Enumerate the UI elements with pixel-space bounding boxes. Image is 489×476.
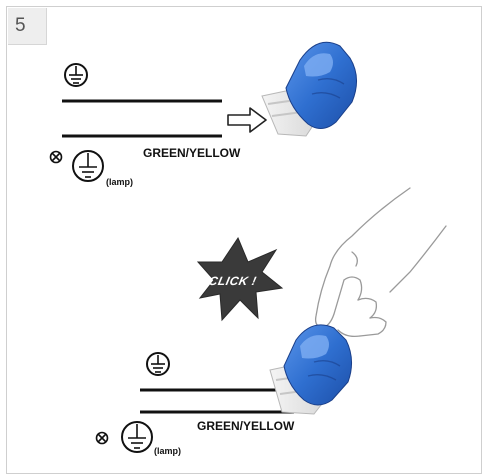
arrow-right-icon <box>227 107 267 133</box>
wire-color-label: GREEN/YELLOW <box>197 419 295 433</box>
step-number: 5 <box>15 15 26 36</box>
ground-symbol-icon <box>146 352 170 376</box>
connector-icon <box>261 41 357 137</box>
ground-symbol-lamp-icon <box>72 150 104 182</box>
lamp-label: (lamp) <box>154 446 181 456</box>
panel-border <box>6 6 482 474</box>
ground-symbol-icon <box>64 63 88 87</box>
lamp-label: (lamp) <box>106 177 133 187</box>
excluded-x-icon <box>49 150 63 164</box>
burst-badge-icon <box>196 236 284 322</box>
wire-color-label: GREEN/YELLOW <box>143 146 241 160</box>
hand-icon <box>314 187 447 338</box>
ground-symbol-lamp-icon <box>121 421 153 453</box>
step-number-box <box>8 8 47 45</box>
connector-icon <box>269 324 352 415</box>
excluded-x-icon <box>95 431 109 445</box>
click-badge-text: CLICK ! <box>207 274 258 288</box>
